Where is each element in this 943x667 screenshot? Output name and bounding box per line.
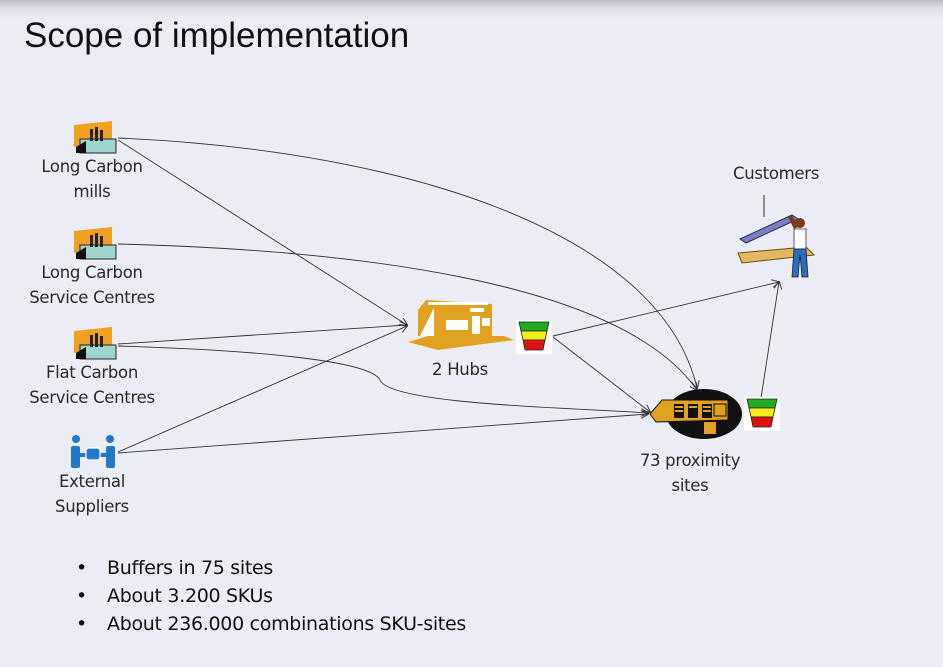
arrow-hubs-to-proximity: [552, 336, 650, 412]
source-label-line1: Long Carbon: [41, 157, 143, 176]
arrow-external-to-hubs: [117, 326, 407, 453]
source-label-line2: Service Centres: [29, 288, 155, 307]
source-label-line2: mills: [73, 182, 111, 201]
summary-bullets: Buffers in 75 sites About 3.200 SKUs Abo…: [76, 554, 466, 638]
truck-depot-icon: [649, 389, 742, 439]
arrow-lcsc-to-proximity: [117, 243, 697, 390]
factory-icon: [74, 327, 117, 360]
arrow-proximity-to-customers: [760, 282, 779, 399]
bullet-item: About 3.200 SKUs: [76, 582, 466, 610]
source-label-line2: Service Centres: [29, 388, 155, 407]
slide-title: Scope of implementation: [24, 16, 410, 55]
proximity-label-line2: sites: [671, 476, 709, 495]
arrow-hubs-to-customers: [552, 282, 779, 337]
hubs-label: 2 Hubs: [432, 360, 488, 379]
source-label-line1: Long Carbon: [41, 263, 143, 282]
arrow-mills-to-hubs: [117, 139, 407, 325]
buffer-funnel-icon: [744, 397, 780, 431]
worker-lifting-beam-icon: [737, 195, 816, 278]
factory-icon: [74, 227, 117, 260]
arrow-flat-to-hubs: [117, 325, 407, 345]
buffer-funnel-icon: [516, 320, 552, 354]
source-label-line2: Suppliers: [55, 497, 129, 516]
bullet-item: About 236.000 combinations SKU-sites: [76, 610, 466, 638]
arrow-external-to-proximity: [117, 414, 648, 454]
factory-icon: [74, 121, 117, 154]
arrow-flat-to-proximity: [117, 345, 648, 413]
source-label-line1: External: [58, 472, 126, 491]
handshake-people-icon: [71, 435, 115, 468]
arrow-mills-to-proximity: [117, 137, 697, 388]
source-label-line1: Flat Carbon: [45, 363, 139, 382]
warehouse-icon: [408, 300, 514, 350]
proximity-label-line1: 73 proximity: [639, 451, 741, 470]
bullet-item: Buffers in 75 sites: [76, 554, 466, 582]
customers-label: Customers: [732, 164, 820, 183]
